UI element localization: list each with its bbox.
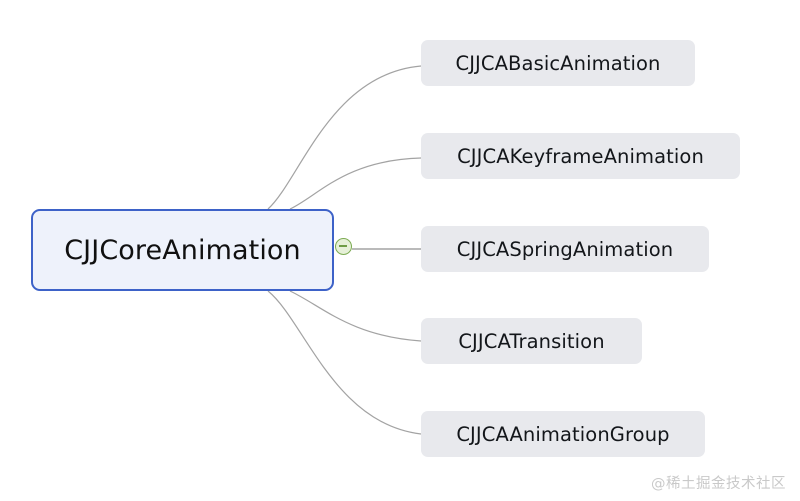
edge-to-child-4 <box>267 290 422 435</box>
child-node-0[interactable]: CJJCABasicAnimation <box>421 40 695 86</box>
child-node-3-label: CJJCATransition <box>458 329 605 353</box>
child-node-4-label: CJJCAAnimationGroup <box>456 422 670 446</box>
child-node-4[interactable]: CJJCAAnimationGroup <box>421 411 705 457</box>
collapse-toggle-icon[interactable] <box>335 238 352 255</box>
child-node-1-label: CJJCAKeyframeAnimation <box>457 144 704 168</box>
child-node-3[interactable]: CJJCATransition <box>421 318 642 364</box>
child-node-2-label: CJJCASpringAnimation <box>456 237 674 261</box>
child-node-2[interactable]: CJJCASpringAnimation <box>421 226 709 272</box>
child-node-0-label: CJJCABasicAnimation <box>455 51 661 75</box>
edge-to-child-3 <box>289 290 422 342</box>
root-node[interactable]: CJJCoreAnimation <box>31 209 334 291</box>
child-node-1[interactable]: CJJCAKeyframeAnimation <box>421 133 740 179</box>
edge-to-child-0 <box>267 65 422 210</box>
watermark: @稀土掘金技术社区 <box>651 476 786 492</box>
root-node-label: CJJCoreAnimation <box>64 234 301 266</box>
edge-to-child-1 <box>289 157 422 210</box>
